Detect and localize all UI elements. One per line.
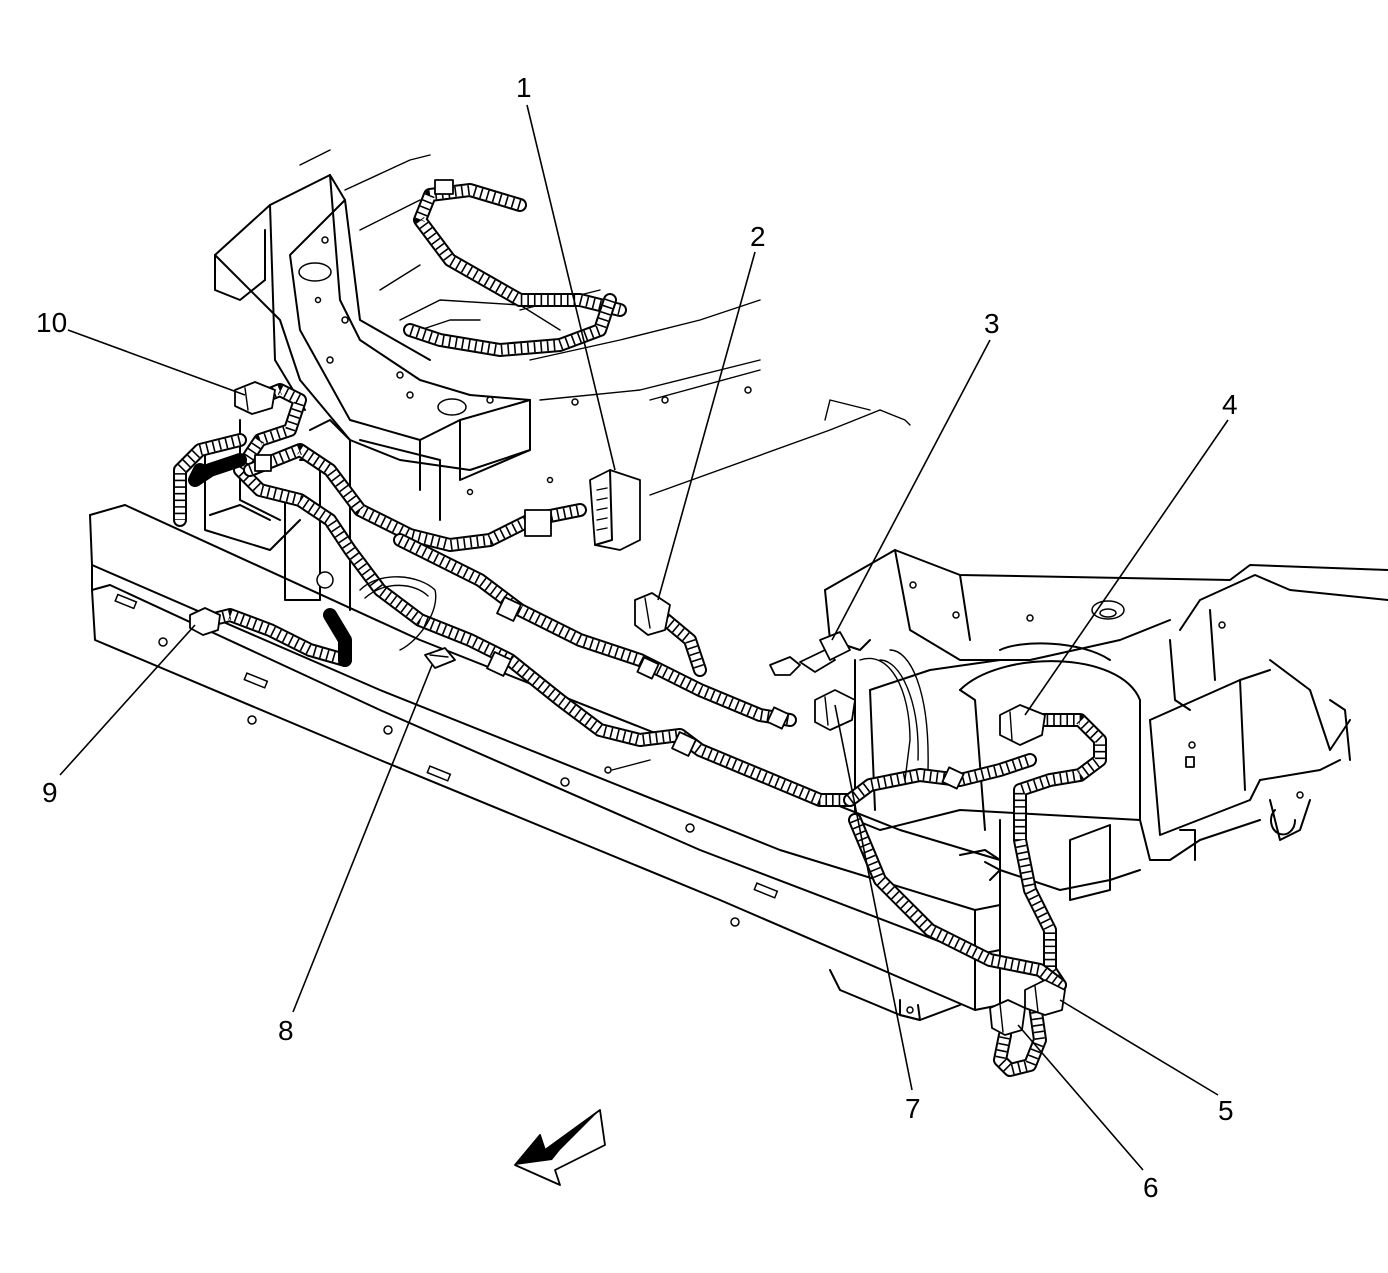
callout-1: 1 xyxy=(516,72,532,103)
leader-3 xyxy=(831,339,991,641)
engine-background xyxy=(299,149,911,496)
front-wiring-harness xyxy=(173,383,1107,1077)
leader-6 xyxy=(1017,1024,1144,1171)
harness-clips xyxy=(254,454,965,790)
callout-leaders xyxy=(59,104,1229,1171)
callout-9: 9 xyxy=(42,777,58,808)
left-frame-rail xyxy=(214,174,531,491)
bumper-reinforcement xyxy=(89,504,1001,1021)
leader-4 xyxy=(1024,419,1229,716)
callout-6: 6 xyxy=(1143,1172,1159,1203)
connector-4 xyxy=(999,704,1046,746)
connector-7 xyxy=(814,689,856,731)
leader-9 xyxy=(59,624,196,776)
callout-3: 3 xyxy=(984,308,1000,339)
leader-8 xyxy=(292,664,433,1013)
connector-1 xyxy=(524,469,641,551)
connector-6 xyxy=(989,999,1026,1036)
leader-1 xyxy=(526,104,616,471)
leader-5 xyxy=(1059,999,1219,1096)
connector-10 xyxy=(234,381,276,415)
leader-2 xyxy=(657,251,756,601)
callout-2: 2 xyxy=(750,221,766,252)
front-direction-arrow xyxy=(514,1109,606,1186)
callout-5: 5 xyxy=(1218,1095,1234,1126)
callout-labels: 1 2 3 4 5 6 7 8 9 10 xyxy=(36,72,1238,1203)
leader-7 xyxy=(834,704,913,1091)
callout-10: 10 xyxy=(36,307,67,338)
leader-10 xyxy=(67,329,246,396)
connector-8 xyxy=(424,647,456,669)
callout-8: 8 xyxy=(278,1015,294,1046)
connector-3-bolt xyxy=(769,631,851,676)
upper-engine-harness xyxy=(403,179,627,357)
callout-7: 7 xyxy=(905,1093,921,1124)
connector-9 xyxy=(189,607,221,636)
connector-2 xyxy=(634,592,671,636)
callout-4: 4 xyxy=(1222,389,1238,420)
